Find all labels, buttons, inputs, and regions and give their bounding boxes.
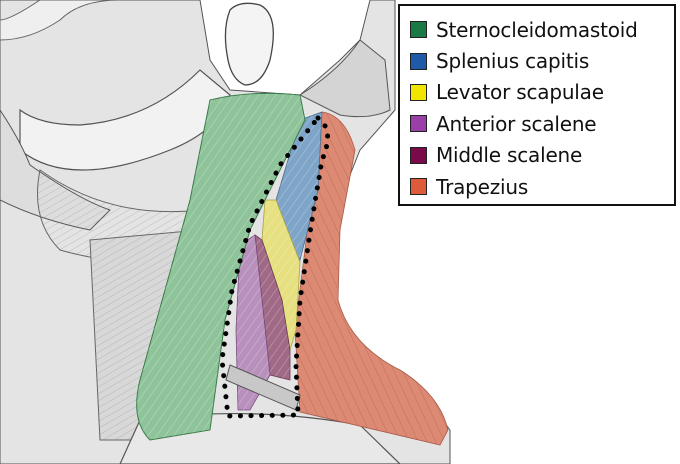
occipital-region — [298, 39, 391, 118]
legend-item-splenius-capitis: Splenius capitis — [410, 45, 674, 76]
legend-item-trapezius: Trapezius — [410, 171, 674, 202]
legend-swatch — [410, 178, 427, 196]
legend-swatch — [410, 21, 427, 39]
legend-swatch — [410, 83, 427, 101]
legend-label: Sternocleidomastoid — [436, 17, 638, 42]
legend: Sternocleidomastoid Splenius capitis Lev… — [398, 4, 676, 206]
middle-scalene-fibers — [255, 235, 290, 380]
legend-item-middle-scalene: Middle scalene — [410, 140, 674, 171]
legend-swatch — [410, 146, 427, 164]
face-outline — [0, 0, 121, 41]
trapezius-fibers — [294, 111, 449, 446]
legend-item-levator-scapulae: Levator scapulae — [410, 77, 674, 108]
posterior-triangle-outline — [219, 114, 331, 419]
levator-scapulae-fibers — [262, 200, 300, 350]
legend-item-anterior-scalene: Anterior scalene — [410, 108, 674, 139]
ear — [224, 2, 274, 86]
legend-label: Anterior scalene — [436, 111, 597, 136]
jaw-region — [19, 69, 231, 171]
legend-label: Splenius capitis — [436, 49, 590, 74]
legend-label: Levator scapulae — [436, 80, 604, 105]
legend-label: Trapezius — [436, 174, 529, 199]
splenius-capitis-fibers — [276, 112, 322, 260]
legend-swatch — [410, 115, 427, 133]
legend-label: Middle scalene — [436, 143, 583, 168]
anterior-scalene-fibers — [236, 235, 270, 410]
sternocleidomastoid-fibers — [136, 93, 305, 440]
legend-swatch — [410, 52, 427, 70]
legend-item-sternocleidomastoid: Sternocleidomastoid — [410, 14, 674, 45]
